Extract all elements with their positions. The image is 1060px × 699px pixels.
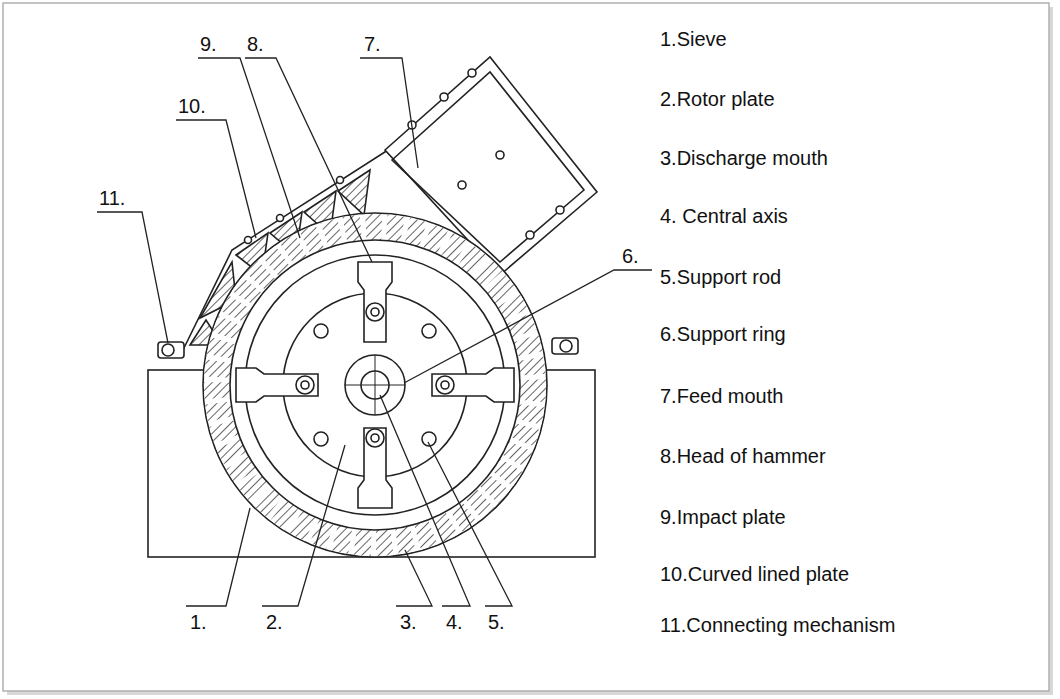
rotor-chamber <box>230 240 520 530</box>
part-name: 4. Central axis <box>660 204 788 228</box>
part-name: 7.Feed mouth <box>660 384 783 408</box>
part-name: 9.Impact plate <box>660 505 786 529</box>
callout-number: 5. <box>488 610 505 634</box>
callout-number: 3. <box>400 610 417 634</box>
callout-number: 6. <box>622 244 639 268</box>
support-ring <box>345 355 405 415</box>
callout-number: 9. <box>200 32 217 56</box>
callout-number: 11. <box>99 186 125 210</box>
part-name: 11.Connecting mechanism <box>660 613 895 637</box>
part-name: 2.Rotor plate <box>660 87 775 111</box>
part-name: 3.Discharge mouth <box>660 146 828 170</box>
crusher-housing <box>203 213 547 557</box>
callout-number: 2. <box>266 610 283 634</box>
part-name: 6.Support ring <box>660 322 786 346</box>
leader-lines <box>97 58 652 606</box>
part-name: 10.Curved lined plate <box>660 562 849 586</box>
hammers <box>236 262 514 508</box>
callout-number: 10. <box>178 94 206 118</box>
axis-line <box>345 385 405 386</box>
callout-number: 7. <box>364 32 381 56</box>
frame <box>3 3 1049 691</box>
part-name: 1.Sieve <box>660 27 727 51</box>
part-name: 8.Head of hammer <box>660 444 826 468</box>
callout-number: 8. <box>247 32 264 56</box>
lined-plates <box>217 227 533 543</box>
callout-number: 1. <box>190 610 207 634</box>
part-name: 5.Support rod <box>660 265 781 289</box>
callout-number: 4. <box>446 610 463 634</box>
